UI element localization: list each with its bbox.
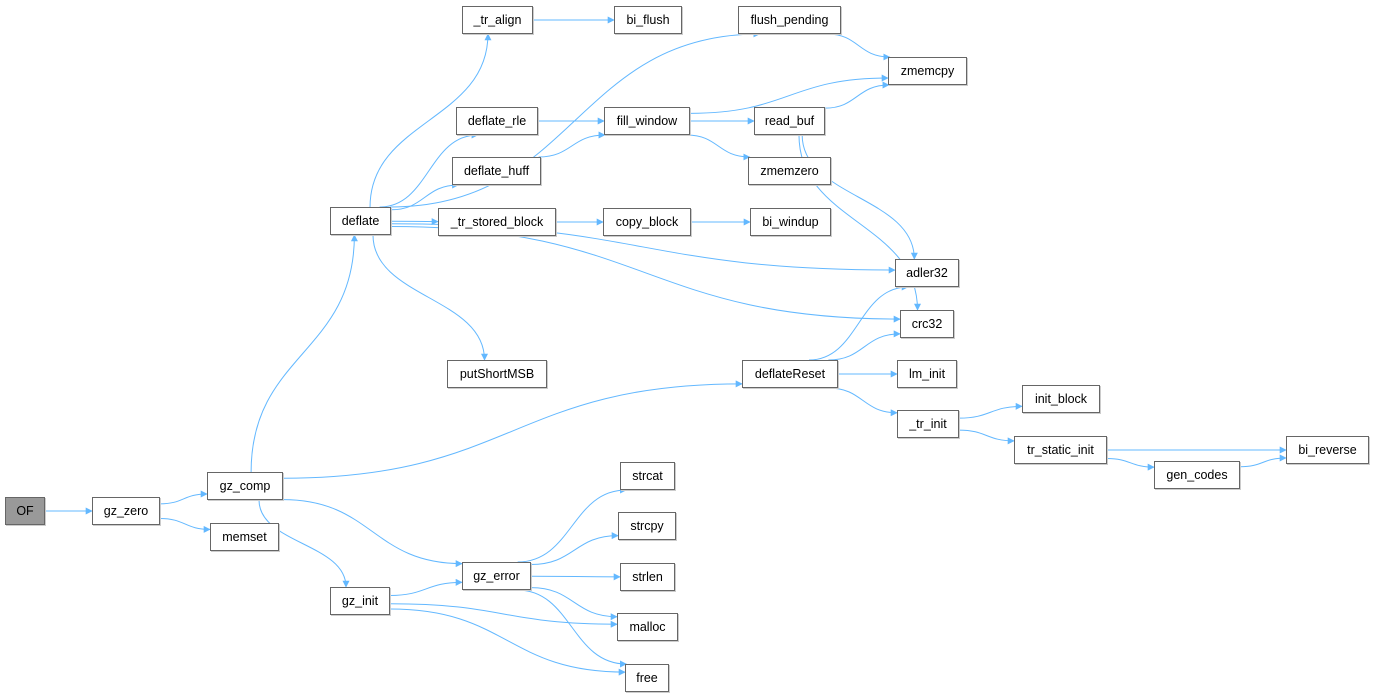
node-tr-align[interactable]: _tr_align — [462, 6, 533, 34]
node-zmemzero[interactable]: zmemzero — [748, 157, 831, 185]
node-tr-stored-block[interactable]: _tr_stored_block — [438, 208, 556, 236]
node-strcpy[interactable]: strcpy — [618, 512, 676, 540]
edge-deflate-to-deflate_huff — [390, 181, 460, 211]
node-putshortmsb[interactable]: putShortMSB — [447, 360, 547, 388]
edge-gen_codes-to-bi_reverse — [1239, 454, 1287, 468]
edge-gz_comp-to-deflateReset — [282, 380, 743, 479]
edge-gz_init-to-gz_error — [389, 578, 463, 597]
node-tr-static-init[interactable]: tr_static_init — [1014, 436, 1107, 464]
edge-tr_init-to-init_block — [958, 402, 1023, 419]
node-of: OF — [5, 497, 45, 525]
node-malloc[interactable]: malloc — [617, 613, 678, 641]
node-gz-init[interactable]: gz_init — [330, 587, 390, 615]
node-deflate-huff[interactable]: deflate_huff — [452, 157, 541, 185]
node-gz-comp[interactable]: gz_comp — [207, 472, 283, 500]
edge-deflateReset-to-adler32 — [808, 283, 909, 361]
edge-gz_zero-to-memset — [159, 517, 211, 533]
edge-deflate-to-crc32 — [390, 226, 901, 323]
edge-gz_error-to-malloc — [530, 587, 618, 621]
edge-deflateReset-to-tr_init — [828, 387, 898, 417]
edge-flush_pending-to-zmemcpy — [827, 33, 891, 61]
node-deflatereset[interactable]: deflateReset — [742, 360, 838, 388]
node-adler32[interactable]: adler32 — [895, 259, 959, 287]
node-strcat[interactable]: strcat — [620, 462, 675, 490]
edge-gz_error-to-strcpy — [530, 532, 619, 566]
edge-fill_window-to-zmemzero — [686, 134, 751, 161]
node-bi-flush[interactable]: bi_flush — [614, 6, 682, 34]
node-gen-codes[interactable]: gen_codes — [1154, 461, 1240, 489]
node-tr-init[interactable]: _tr_init — [897, 410, 959, 438]
edge-deflate-to-putShortMSB — [372, 234, 488, 361]
edge-gz_error-to-free — [517, 589, 628, 668]
node-fill-window[interactable]: fill_window — [604, 107, 690, 135]
edge-gz_init-to-malloc — [389, 603, 618, 628]
node-copy-block[interactable]: copy_block — [603, 208, 691, 236]
node-read-buf[interactable]: read_buf — [754, 107, 825, 135]
node-free[interactable]: free — [625, 664, 669, 692]
node-lm-init[interactable]: lm_init — [897, 360, 957, 388]
node-memset[interactable]: memset — [210, 523, 279, 551]
edge-tr_static_init-to-gen_codes — [1106, 458, 1155, 471]
node-crc32[interactable]: crc32 — [900, 310, 954, 338]
edge-deflate-to-deflate_rle — [379, 131, 479, 208]
node-zmemcpy[interactable]: zmemcpy — [888, 57, 967, 85]
node-deflate-rle[interactable]: deflate_rle — [456, 107, 538, 135]
node-strlen[interactable]: strlen — [620, 563, 675, 591]
edge-gz_error-to-strlen — [530, 573, 621, 581]
edge-read_buf-to-adler32 — [801, 134, 918, 260]
edge-gz_comp-to-deflate — [250, 234, 358, 473]
edge-gz_error-to-strcat — [517, 486, 628, 563]
node-flush-pending[interactable]: flush_pending — [738, 6, 841, 34]
node-deflate[interactable]: deflate — [330, 207, 391, 235]
edge-tr_init-to-tr_static_init — [958, 429, 1015, 445]
node-bi-reverse[interactable]: bi_reverse — [1286, 436, 1369, 464]
edge-deflate-to-tr_align — [369, 33, 492, 208]
edge-gz_init-to-free — [389, 608, 626, 676]
node-gz-zero[interactable]: gz_zero — [92, 497, 160, 525]
edge-read_buf-to-zmemcpy — [824, 81, 890, 109]
edge-fill_window-to-zmemcpy — [689, 74, 889, 114]
edge-gz_comp-to-gz_error — [282, 499, 463, 568]
edge-deflate_huff-to-fill_window — [538, 131, 606, 158]
edge-deflateReset-to-crc32 — [828, 330, 901, 361]
edge-gz_comp-to-gz_init — [258, 499, 350, 588]
node-gz-error[interactable]: gz_error — [462, 562, 531, 590]
node-bi-windup[interactable]: bi_windup — [750, 208, 831, 236]
node-init-block[interactable]: init_block — [1022, 385, 1100, 413]
edge-gz_zero-to-gz_comp — [159, 490, 208, 505]
